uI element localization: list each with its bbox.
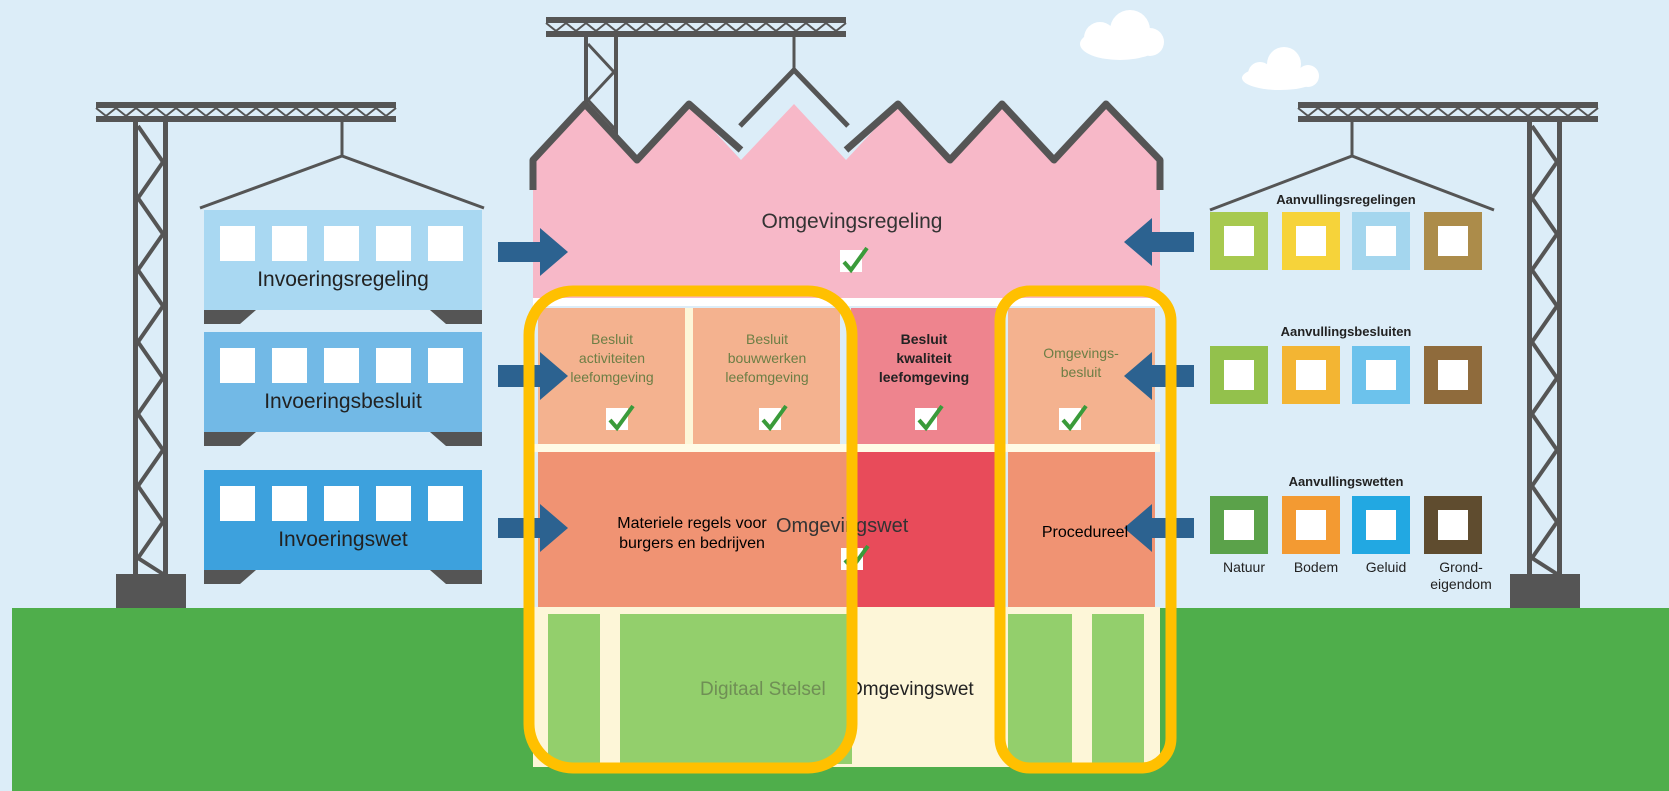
wet-tile-window-3 [1366,510,1396,540]
regeling-tile-window-4 [1438,226,1468,256]
highlight-materiele [523,285,858,774]
regeling-roof [533,104,1160,298]
wet-center-box [851,452,998,607]
checkmark-icon [915,404,944,432]
highlight-procedureel [994,285,1177,774]
wet-tile-window-4 [1438,510,1468,540]
arrow-left-icon [1124,352,1194,400]
wagon-label-invoeringsregeling: Invoeringsregeling [257,268,429,291]
besluit-kwaliteit-line2: kwaliteit [896,350,952,366]
cloud-2 [1242,47,1319,90]
arrow-left-icon [1124,218,1194,266]
left-crane [95,102,485,608]
label-digitaal-omgevingswet: Omgevingswet [848,679,974,700]
label-omgevingswet: Omgevingswet [776,515,909,537]
besluit-tile-window-3 [1366,360,1396,390]
title-aanvullingsbesluiten: Aanvullingsbesluiten [1281,324,1412,339]
label-omgevingsregeling: Omgevingsregeling [762,210,943,233]
regeling-tile-window-1 [1224,226,1254,256]
tiles-aanvullingswetten [1210,496,1482,554]
tiles-aanvullingsregelingen [1210,212,1482,270]
arrow-left-icon [1124,504,1194,552]
label-digitaal-stelsel: Digitaal Stelsel [700,679,826,700]
besluit-activiteiten-line2: activiteiten [579,350,645,366]
besluit-kwaliteit-line3: leefomgeving [879,369,969,385]
besluit-kwaliteit-line1: Besluit [901,331,948,347]
omgevingsbesluit-line1: Omgevings- [1043,345,1119,361]
title-aanvullingsregelingen: Aanvullingsregelingen [1276,192,1415,207]
arrow-right-icon [498,228,568,276]
right-crane [1209,102,1599,608]
wagon-label-invoeringswet: Invoeringswet [278,528,408,551]
wet-left-box [538,452,851,607]
callout-materiele-line2: burgers en bedrijven [619,535,765,552]
wagon-invoeringsregeling [204,210,482,324]
checkmark-icon [840,246,869,274]
callout-procedureel: Procedureel [1042,524,1128,541]
wet-label-geluid: Geluid [1366,559,1406,575]
checkmark-icon [606,404,635,432]
besluit-tile-window-1 [1224,360,1254,390]
checkmark-tick [842,246,869,274]
wagon-label-invoeringsbesluit: Invoeringsbesluit [264,390,422,413]
checkmark-tick [761,404,788,432]
besluit-tile-window-2 [1296,360,1326,390]
wet-tile-window-2 [1296,510,1326,540]
besluit-bouwwerken-line3: leefomgeving [725,369,808,385]
wet-label-natuur: Natuur [1223,559,1265,575]
checkmark-tick [608,404,635,432]
center-crane [545,17,850,142]
wagon-invoeringswet [204,470,482,584]
label-omgevingswet-text: Omgevingswet [776,515,909,537]
checkmark-tick [1061,404,1088,432]
omgevingsbesluit-line2: besluit [1061,364,1102,380]
wet-label-grondeigendom-line2: eigendom [1430,576,1492,592]
wet-label-bodem: Bodem [1294,559,1338,575]
wagon-invoeringsbesluit [204,332,482,446]
cloud-1 [1080,10,1164,60]
wet-label-grondeigendom-line1: Grond- [1439,559,1483,575]
checkmark-icon [1059,404,1088,432]
callout-materiele-line1: Materiele regels voor [617,515,767,532]
besluit-bouwwerken-line2: bouwwerken [728,350,807,366]
checkmark-tick [917,404,944,432]
title-aanvullingswetten: Aanvullingswetten [1289,474,1404,489]
besluit-activiteiten-line3: leefomgeving [570,369,653,385]
besluit-activiteiten-line1: Besluit [591,331,633,347]
besluit-tile-window-4 [1438,360,1468,390]
besluit-bouwwerken-line1: Besluit [746,331,788,347]
regeling-tile-window-2 [1296,226,1326,256]
checkmark-icon [759,404,788,432]
regeling-tile-window-3 [1366,226,1396,256]
wet-tile-window-1 [1224,510,1254,540]
tiles-aanvullingsbesluiten [1210,346,1482,404]
